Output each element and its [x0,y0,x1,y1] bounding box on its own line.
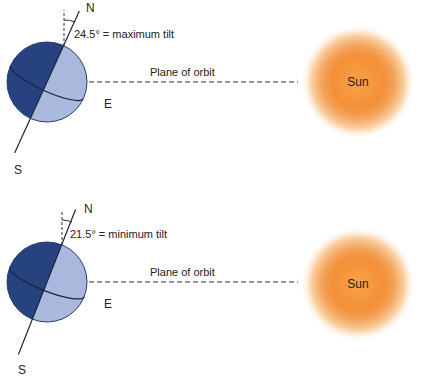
equator-label: E [104,98,112,111]
sun-label: Sun [347,75,368,89]
sun-label: Sun [347,277,368,291]
earth-max-tilt [0,0,298,170]
sun-circle: Sun [300,226,416,342]
tilt-label: 24.5° = maximum tilt [74,28,174,40]
pole-label: N [86,2,95,15]
plane-label: Plane of orbit [150,266,215,278]
plane-label: Plane of orbit [150,66,215,78]
pole-label: S [14,164,22,177]
sun-circle: Sun [300,24,416,140]
pole-label: S [18,364,26,377]
pole-label: N [84,203,93,216]
earth-min-tilt [0,195,298,369]
equator-label: E [104,298,112,311]
tilt-label: 21.5° = minimum tilt [70,228,167,240]
